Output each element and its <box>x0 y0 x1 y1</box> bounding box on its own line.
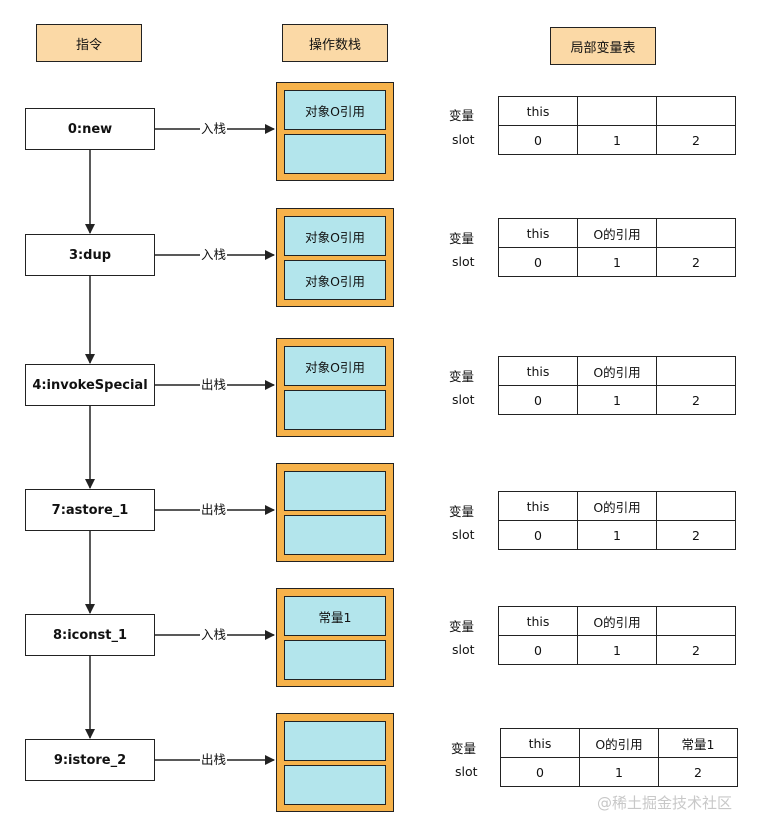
slot-cell: 0 <box>498 385 578 415</box>
stack-slot-bottom: 对象O引用 <box>284 260 386 300</box>
slot-cell: 0 <box>498 247 578 277</box>
stack-slot-bottom <box>284 134 386 174</box>
slot-cell: 0 <box>498 635 578 665</box>
var-cell: O的引用 <box>577 491 657 521</box>
instruction-header: 指令 <box>36 24 142 62</box>
stack-slot-bottom <box>284 390 386 430</box>
local-var-table-header: 局部变量表 <box>550 27 656 65</box>
stack-slot-top <box>284 471 386 511</box>
slot-cell: 2 <box>656 125 736 155</box>
instruction-box-4: 8:iconst_1 <box>25 614 155 656</box>
slot-cell: 1 <box>579 757 659 787</box>
slot-cell: 1 <box>577 635 657 665</box>
var-cell: this <box>498 218 578 248</box>
var-row-label: 变量 <box>449 231 475 246</box>
var-row-label: 变量 <box>449 369 475 384</box>
slot-row-label: slot <box>455 764 478 779</box>
var-cell: this <box>498 96 578 126</box>
operand-stack-0: 对象O引用 <box>276 82 394 181</box>
operand-stack-2: 对象O引用 <box>276 338 394 437</box>
instruction-box-5: 9:istore_2 <box>25 739 155 781</box>
var-cell <box>577 96 657 126</box>
slot-cell: 2 <box>658 757 738 787</box>
slot-row-label: slot <box>452 527 475 542</box>
action-label-4: 入栈 <box>200 627 228 642</box>
slot-row-label: slot <box>452 132 475 147</box>
var-cell <box>656 218 736 248</box>
slot-cell: 2 <box>656 385 736 415</box>
action-label-0: 入栈 <box>200 121 228 136</box>
slot-cell: 1 <box>577 247 657 277</box>
stack-slot-bottom <box>284 640 386 680</box>
watermark: @稀土掘金技术社区 <box>597 794 733 812</box>
instruction-box-2: 4:invokeSpecial <box>25 364 155 406</box>
operand-stack-5 <box>276 713 394 812</box>
var-cell <box>656 491 736 521</box>
action-label-3: 出栈 <box>200 502 228 517</box>
slot-cell: 2 <box>656 247 736 277</box>
var-cell: O的引用 <box>577 356 657 386</box>
instruction-box-0: 0:new <box>25 108 155 150</box>
slot-cell: 1 <box>577 125 657 155</box>
var-cell: O的引用 <box>577 606 657 636</box>
slot-cell: 1 <box>577 520 657 550</box>
var-cell: O的引用 <box>579 728 659 758</box>
action-label-2: 出栈 <box>200 377 228 392</box>
stack-slot-bottom <box>284 515 386 555</box>
var-row-label: 变量 <box>451 741 477 756</box>
operand-stack-4: 常量1 <box>276 588 394 687</box>
slot-cell: 1 <box>577 385 657 415</box>
var-cell <box>656 356 736 386</box>
slot-cell: 2 <box>656 635 736 665</box>
stack-slot-top <box>284 721 386 761</box>
var-row-label: 变量 <box>449 504 475 519</box>
var-row-label: 变量 <box>449 619 475 634</box>
stack-slot-top: 对象O引用 <box>284 346 386 386</box>
operand-stack-1: 对象O引用 对象O引用 <box>276 208 394 307</box>
slot-cell: 2 <box>656 520 736 550</box>
var-cell <box>656 96 736 126</box>
instruction-box-1: 3:dup <box>25 234 155 276</box>
operand-stack-3 <box>276 463 394 562</box>
slot-cell: 0 <box>498 125 578 155</box>
slot-row-label: slot <box>452 642 475 657</box>
var-cell <box>656 606 736 636</box>
var-cell: this <box>500 728 580 758</box>
action-label-1: 入栈 <box>200 247 228 262</box>
var-cell: 常量1 <box>658 728 738 758</box>
instruction-box-3: 7:astore_1 <box>25 489 155 531</box>
stack-slot-top: 常量1 <box>284 596 386 636</box>
slot-row-label: slot <box>452 254 475 269</box>
var-cell: this <box>498 491 578 521</box>
var-cell: O的引用 <box>577 218 657 248</box>
stack-slot-bottom <box>284 765 386 805</box>
action-label-5: 出栈 <box>200 752 228 767</box>
operand-stack-header: 操作数栈 <box>282 24 388 62</box>
slot-cell: 0 <box>500 757 580 787</box>
stack-slot-top: 对象O引用 <box>284 90 386 130</box>
stack-slot-top: 对象O引用 <box>284 216 386 256</box>
var-cell: this <box>498 606 578 636</box>
var-row-label: 变量 <box>449 108 475 123</box>
slot-row-label: slot <box>452 392 475 407</box>
slot-cell: 0 <box>498 520 578 550</box>
var-cell: this <box>498 356 578 386</box>
